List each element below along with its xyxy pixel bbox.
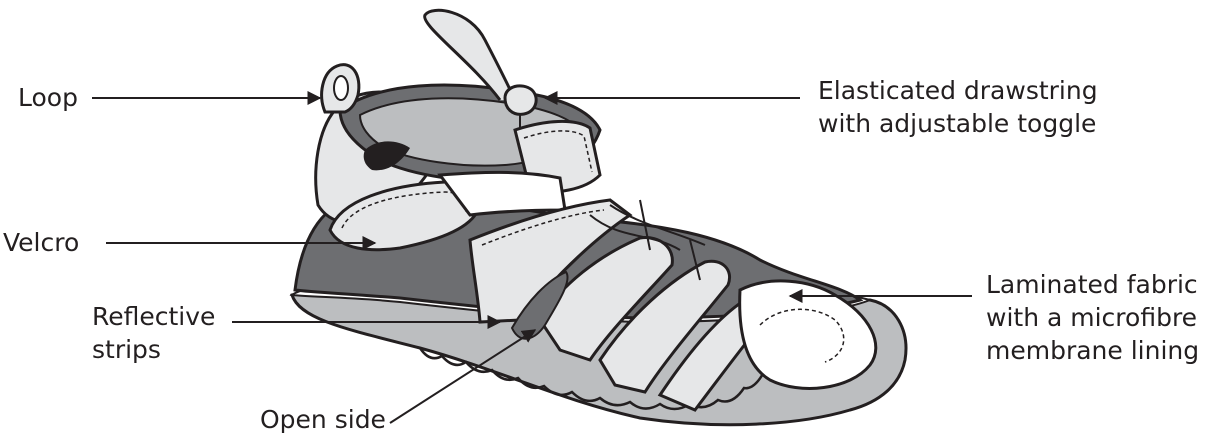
label-drawstring-line1: Elasticated drawstring bbox=[818, 74, 1098, 107]
drawstring-toggle bbox=[505, 86, 536, 114]
label-reflective-line1: Reflective bbox=[92, 300, 215, 333]
label-laminated: Laminated fabric with a microfibre membr… bbox=[986, 268, 1199, 367]
label-laminated-line3: membrane lining bbox=[986, 334, 1199, 367]
label-open-side: Open side bbox=[260, 404, 386, 436]
label-laminated-line1: Laminated fabric bbox=[986, 268, 1199, 301]
label-drawstring: Elasticated drawstring with adjustable t… bbox=[818, 74, 1098, 140]
label-reflective: Reflective strips bbox=[92, 300, 215, 366]
label-velcro: Velcro bbox=[3, 227, 79, 259]
label-reflective-line2: strips bbox=[92, 333, 215, 366]
label-drawstring-line2: with adjustable toggle bbox=[818, 107, 1098, 140]
label-loop: Loop bbox=[18, 82, 78, 114]
label-laminated-line2: with a microfibre bbox=[986, 301, 1199, 334]
